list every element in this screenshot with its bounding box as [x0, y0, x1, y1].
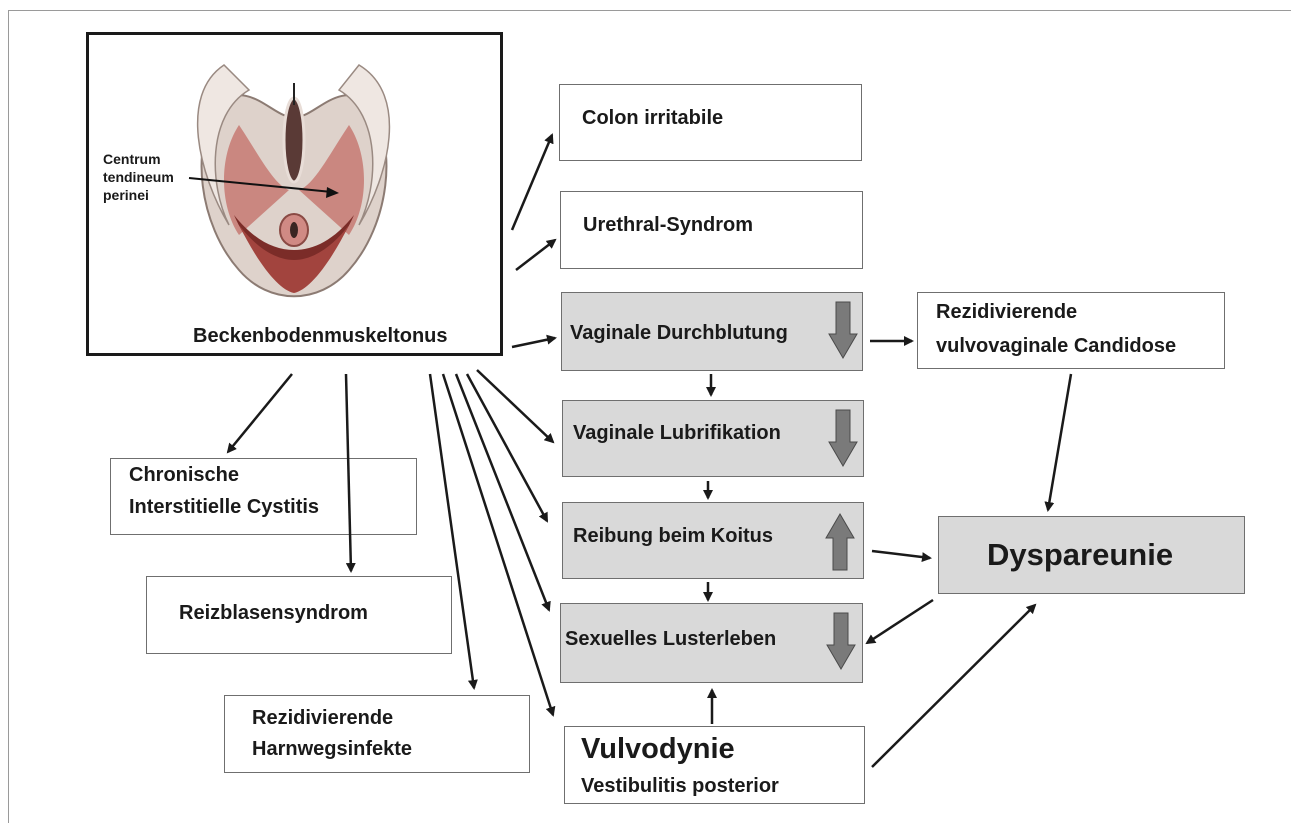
arrow-to-durchblutung	[512, 338, 555, 347]
arrow-to-urethral	[516, 240, 555, 270]
arrow-to-harnweg	[430, 374, 474, 688]
arrow-vulvodynie-to-dyspareunie	[872, 605, 1035, 767]
arrow-to-colon	[512, 135, 552, 230]
arrow-reibung-to-dyspareunie	[872, 551, 930, 558]
arrow-to-lubrifikation	[477, 370, 553, 442]
arrow-candidose-to-dyspareunie	[1048, 374, 1071, 510]
arrow-dyspareunie-to-lusterleben	[867, 600, 933, 643]
arrow-to-reizblase	[346, 374, 351, 571]
arrow-to-lusterleben	[456, 374, 549, 610]
arrow-to-cystitis	[228, 374, 292, 452]
arrow-to-reibung	[467, 374, 547, 521]
